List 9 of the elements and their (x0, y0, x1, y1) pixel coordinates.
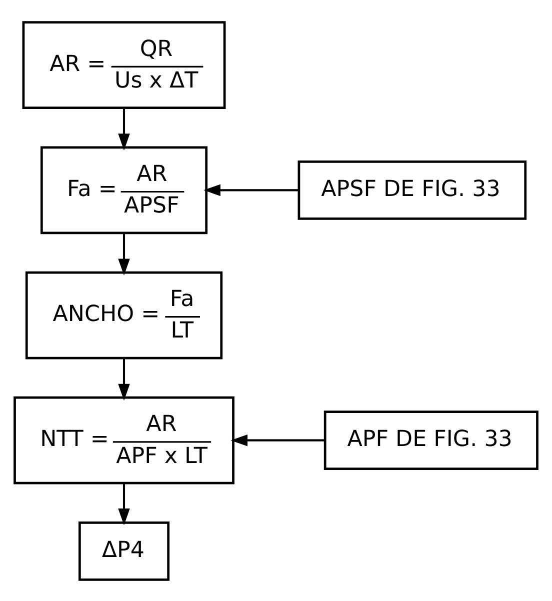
arrow (230, 434, 325, 446)
node-box: APF DE FIG. 33 (324, 410, 538, 470)
arrow (118, 232, 130, 276)
arrow (118, 358, 130, 400)
node-box: ΔP4 (78, 520, 170, 580)
arrow (118, 107, 130, 150)
node-box: APSF DE FIG. 33 (298, 160, 527, 220)
arrow (118, 482, 130, 525)
arrow (204, 184, 299, 196)
